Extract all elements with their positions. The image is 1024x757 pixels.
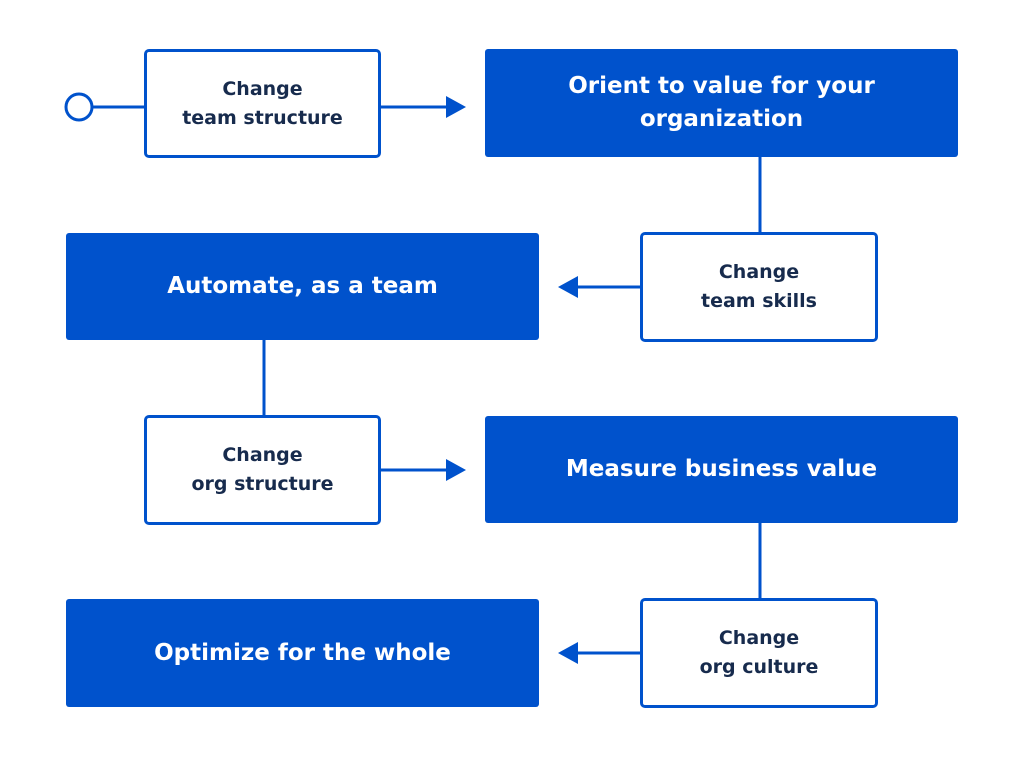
arrowhead-right-icon [446, 459, 466, 481]
node-change-org-culture-label: Change org culture [699, 627, 819, 678]
node-change-team-structure-label: Change team structure [182, 77, 343, 129]
node-change-org-structure-label: Change org structure [191, 444, 334, 495]
node-orient-to-value-label: Orient to value for your organization [568, 73, 875, 132]
node-measure-business-value-label: Measure business value [565, 456, 878, 482]
node-optimize-for-the-whole-label: Optimize for the whole [154, 639, 451, 666]
node-change-team-skills: Change team skills [640, 232, 878, 342]
arrowhead-left-icon [558, 642, 578, 664]
node-measure-business-value: Measure business value [485, 416, 958, 523]
node-change-org-structure: Change org structure [144, 415, 381, 525]
arrowhead-left-icon [558, 276, 578, 298]
node-change-org-culture: Change org culture [640, 598, 878, 708]
start-marker [64, 92, 94, 122]
node-change-team-structure: Change team structure [144, 49, 381, 158]
node-automate-as-a-team-label: Automate, as a team [167, 273, 438, 299]
node-change-team-skills-label: Change team skills [701, 261, 817, 312]
node-orient-to-value: Orient to value for your organization [485, 49, 958, 157]
node-automate-as-a-team: Automate, as a team [66, 233, 539, 340]
arrowhead-right-icon [446, 96, 466, 118]
node-optimize-for-the-whole: Optimize for the whole [66, 599, 539, 707]
